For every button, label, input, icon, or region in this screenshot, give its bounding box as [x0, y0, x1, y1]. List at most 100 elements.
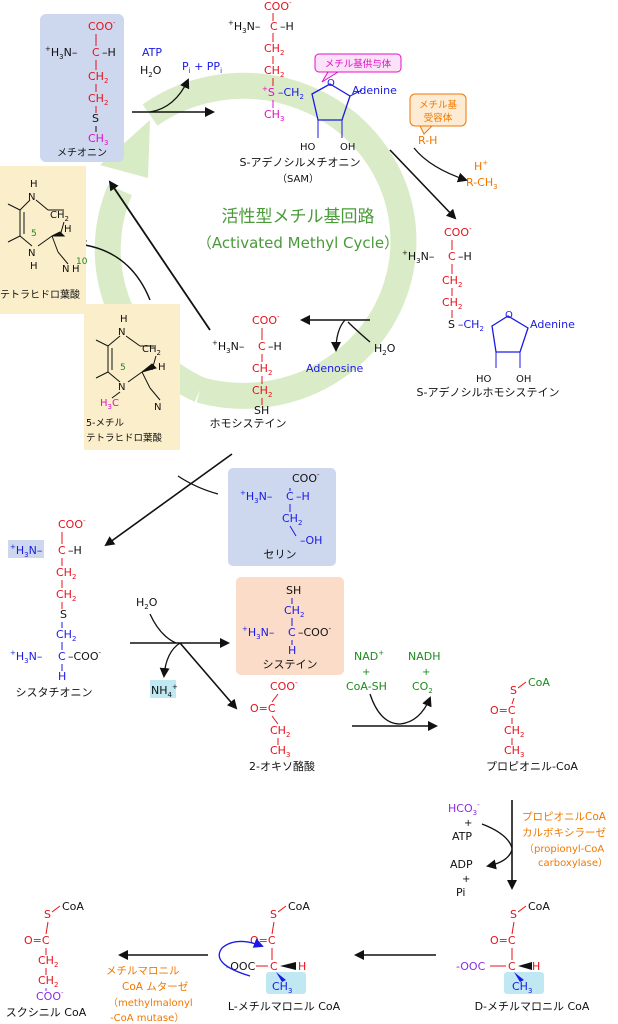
svg-text:COO-: COO- [292, 471, 320, 485]
thf-label: テトラヒドロ葉酸 [0, 288, 80, 301]
svg-text:C: C [288, 626, 296, 639]
sam-adenine: Adenine [352, 84, 397, 97]
svg-text:CH2: CH2 [38, 954, 58, 969]
step-sam-to-sah [389, 147, 468, 220]
svg-text:Pi + PPi: Pi + PPi [182, 60, 222, 75]
svg-text:O=C: O=C [490, 704, 516, 717]
cysteine-structure: SH CH2 +H3N– C –COO- H [242, 584, 332, 657]
svg-text:HO: HO [300, 142, 316, 153]
svg-text:–H: –H [296, 490, 310, 503]
mthf-label-1: 5-メチル [86, 418, 124, 429]
svg-text:–H: –H [68, 544, 82, 557]
svg-text:SH: SH [286, 584, 301, 597]
svg-text:+: + [464, 818, 472, 829]
svg-text:NADH: NADH [408, 650, 441, 663]
svg-text:CH3: CH3 [504, 744, 524, 759]
acceptor-hplus: H+ [474, 159, 488, 173]
svg-text:H: H [120, 314, 128, 325]
propionyl-label: プロピオニル-CoA [486, 760, 578, 773]
svg-text:C: C [448, 250, 456, 263]
svg-text:CH2: CH2 [442, 296, 462, 311]
svg-text:–CH2: –CH2 [278, 86, 304, 101]
svg-text:CoA: CoA [528, 676, 550, 689]
serine-box [228, 468, 336, 566]
cystathionine-nh3-highlight [8, 540, 44, 558]
svg-text:H2O: H2O [140, 64, 162, 79]
svg-text:+H3N–: +H3N– [45, 45, 77, 61]
svg-text:HCO3-: HCO3- [448, 801, 480, 817]
svg-text:C: C [58, 650, 66, 663]
svg-text:CH2: CH2 [56, 628, 76, 643]
svg-text:+H3N–: +H3N– [212, 339, 244, 355]
svg-text:COO-: COO- [36, 989, 64, 1003]
svg-text:H2O: H2O [136, 596, 158, 611]
acceptor-rh: R-H [418, 134, 437, 147]
svg-text:CH2: CH2 [252, 362, 272, 377]
svg-text:ATP: ATP [142, 46, 162, 59]
serine-structure: COO- +H3N– C –H CH2 –OH [240, 471, 322, 547]
svg-text:O=C: O=C [250, 934, 276, 947]
svg-text:H: H [298, 960, 306, 973]
svg-text:ATP: ATP [452, 830, 472, 843]
svg-text:COO-: COO- [88, 19, 116, 33]
svg-text:CoA: CoA [528, 900, 550, 913]
step-mutase: メチルマロニル CoA ムターゼ （methylmalonyl -CoA mut… [106, 950, 208, 1024]
sam-structure: COO- +H3N– C –H CH2 CH2 +S –CH2 CH3 O HO… [228, 0, 363, 153]
oxobutyrate-structure: COO- O=C CH2 CH3 [250, 679, 298, 759]
svg-text:H: H [58, 670, 66, 683]
svg-text:CH2: CH2 [252, 384, 272, 399]
svg-text:5: 5 [120, 363, 126, 373]
d-mm-structure: S CoA O=C -OOC C H CH3 [456, 900, 550, 995]
svg-text:N: N [118, 327, 125, 338]
svg-text:H: H [158, 362, 166, 373]
svg-text:C: C [58, 544, 66, 557]
svg-text:O=C: O=C [250, 702, 276, 715]
svg-text:COO-: COO- [270, 679, 298, 693]
cysteine-box [236, 577, 344, 675]
homocysteine-structure: COO- +H3N– C –H CH2 CH2 SH [212, 313, 282, 417]
svg-text:S: S [270, 908, 277, 921]
svg-text:-OOC: -OOC [456, 960, 486, 973]
svg-text:CH2: CH2 [88, 70, 108, 85]
sah-structure: COO- +H3N– C –H CH2 CH2 S –CH2 O HO OH [402, 225, 531, 385]
svg-text:（propionyl-CoA: （propionyl-CoA [524, 843, 604, 855]
svg-text:H: H [72, 264, 80, 275]
cysteine-label: システイン [263, 658, 318, 671]
d-mm-methyl-highlight [504, 972, 544, 994]
svg-text:COO-: COO- [264, 0, 292, 13]
svg-text:SH: SH [254, 404, 269, 417]
svg-text:ADP: ADP [450, 858, 473, 871]
svg-text:CoA-SH: CoA-SH [346, 680, 387, 693]
svg-text:–H: –H [102, 46, 116, 59]
svg-text:C: C [92, 46, 100, 59]
svg-text:CH2: CH2 [56, 588, 76, 603]
svg-text:CO2: CO2 [412, 680, 433, 695]
svg-text:メチル基: メチル基 [419, 99, 458, 111]
methionine-label: メチオニン [57, 147, 107, 159]
svg-text:CoA: CoA [62, 900, 84, 913]
svg-text:カルボキシラーゼ: カルボキシラーゼ [522, 827, 606, 839]
svg-text:CH2: CH2 [264, 64, 284, 79]
svg-text:S: S [510, 908, 517, 921]
svg-text:–H: –H [458, 250, 472, 263]
svg-text:O: O [505, 310, 513, 321]
sah-adenine: Adenine [530, 318, 575, 331]
step-homocysteine-to-methionine [76, 180, 211, 331]
step-propionyl-carboxylase: HCO3- + ATP ADP + Pi プロピオニルCoA カルボキシラーゼ … [448, 800, 608, 899]
cystathionine-label: シスタチオニン [16, 686, 93, 699]
svg-text:–COO-: –COO- [298, 625, 332, 639]
svg-text:S: S [60, 608, 67, 621]
sam-abbrev: （SAM） [277, 173, 319, 185]
sam-label: S-アデノシルメチオニン [240, 155, 361, 169]
mthf-structure: H N CH2 N 5 H N H3C [95, 314, 166, 413]
svg-text:受容体: 受容体 [424, 112, 453, 124]
svg-text:NAD+: NAD+ [354, 649, 384, 663]
homocysteine-label: ホモシステイン [210, 417, 287, 430]
svg-text:O=C: O=C [24, 934, 50, 947]
svg-text:C: C [258, 340, 266, 353]
sam-callout: メチル基供与体 [314, 53, 402, 83]
svg-text:H: H [64, 224, 72, 235]
propionyl-structure: S CoA O=C CH2 CH3 [490, 676, 550, 759]
mthf-box [84, 304, 180, 450]
